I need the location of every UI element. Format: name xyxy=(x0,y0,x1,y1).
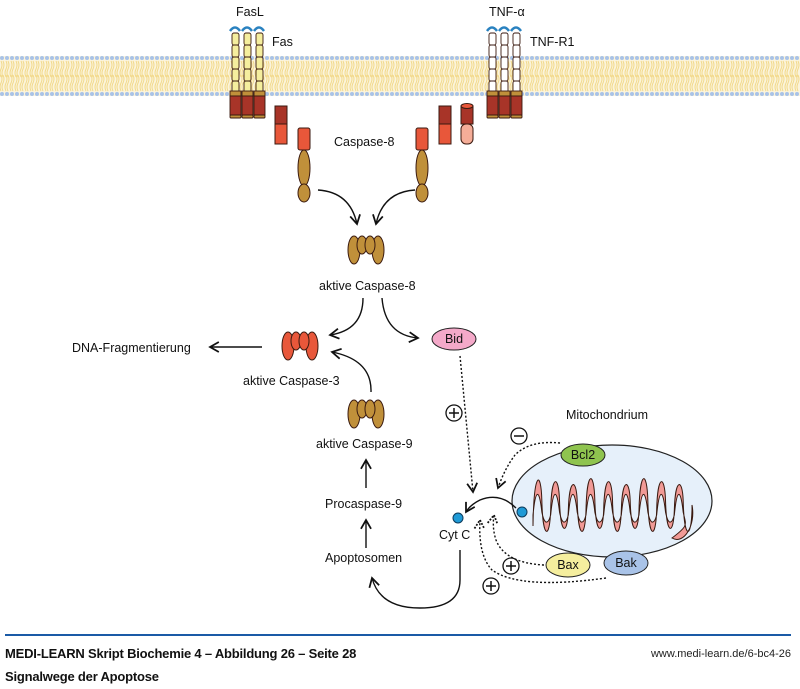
ligand-icon xyxy=(509,26,523,32)
tnf-r1-receptor-trimer xyxy=(485,26,523,119)
active-caspase-8-icon xyxy=(347,235,385,265)
arrow-caspase9-to-caspase3 xyxy=(330,347,372,393)
dotted-arrow-bcl2-inhibit xyxy=(495,441,561,490)
apoptosis-diagram: FasL Fas TNF-α TNF-R1 Caspase-8 aktive C… xyxy=(0,5,800,609)
dna-fragmentierung-label: DNA-Fragmentierung xyxy=(72,341,191,355)
bak-node: Bak xyxy=(603,550,649,576)
plus-sign-bak xyxy=(482,577,500,595)
fas-receptor-trimer xyxy=(228,26,266,119)
minus-sign-bcl2 xyxy=(510,427,528,445)
figure-caption: Signalwege der Apoptose xyxy=(5,669,159,684)
membrane-core xyxy=(0,56,800,96)
apoptosomen-label: Apoptosomen xyxy=(325,551,402,565)
procaspase-9-label: Procaspase-9 xyxy=(325,497,402,511)
bid-node: Bid xyxy=(431,327,477,351)
ligand-icon xyxy=(252,26,266,32)
arrow-cytc-to-apoptosomen xyxy=(368,550,461,609)
ligand-icon xyxy=(240,26,254,32)
tnf-alpha-label: TNF-α xyxy=(489,5,525,19)
arrow-to-caspase3 xyxy=(328,297,364,340)
cyt-c-dot xyxy=(452,512,464,524)
bax-node: Bax xyxy=(545,552,591,578)
cell-membrane xyxy=(0,56,800,96)
plus-sign-bid xyxy=(445,404,463,422)
tnf-r1-label: TNF-R1 xyxy=(530,35,574,49)
caspase-8-label: Caspase-8 xyxy=(334,135,394,149)
dotted-arrow-bak-activate xyxy=(473,518,607,584)
active-caspase-9-icon xyxy=(347,399,385,429)
fadd-adaptor-left xyxy=(274,105,288,145)
active-caspase-3-icon xyxy=(281,331,319,361)
arrow-cytc-release xyxy=(465,496,517,514)
mito-cyt-c-dot xyxy=(516,506,528,518)
footer-url[interactable]: www.medi-learn.de/6-bc4-26 xyxy=(650,648,791,660)
bcl2-label: Bcl2 xyxy=(571,448,595,462)
bid-label: Bid xyxy=(445,332,463,346)
footer-source: MEDI-LEARN Skript Biochemie 4 – Abbildun… xyxy=(5,646,357,661)
dotted-arrow-bax-activate xyxy=(486,513,545,566)
ligand-icon xyxy=(228,26,242,32)
arrow-caspase8-right xyxy=(372,189,416,226)
procaspase-8-right xyxy=(415,127,429,203)
dotted-arrow-bid-to-cytc xyxy=(459,355,478,494)
aktive-caspase-9-label: aktive Caspase-9 xyxy=(316,437,413,451)
aktive-caspase-8-label: aktive Caspase-8 xyxy=(319,279,416,293)
ligand-icon xyxy=(485,26,499,32)
bcl2-node: Bcl2 xyxy=(560,443,606,467)
bak-label: Bak xyxy=(615,556,637,570)
ligand-icon xyxy=(497,26,511,32)
plus-sign-bax xyxy=(502,557,520,575)
mitochondrion xyxy=(511,444,713,558)
bax-label: Bax xyxy=(557,558,579,572)
arrow-caspase8-left xyxy=(317,189,361,226)
fas-label: Fas xyxy=(272,35,293,49)
aktive-caspase-3-label: aktive Caspase-3 xyxy=(243,374,340,388)
procaspase-8-left xyxy=(297,127,311,203)
mitochondrium-label: Mitochondrium xyxy=(566,408,648,422)
footer-divider xyxy=(5,634,791,636)
arrow-to-bid xyxy=(381,297,420,344)
fasl-label: FasL xyxy=(236,5,264,19)
tradd-adaptor-right xyxy=(438,103,474,145)
cyt-c-label: Cyt C xyxy=(439,528,470,542)
